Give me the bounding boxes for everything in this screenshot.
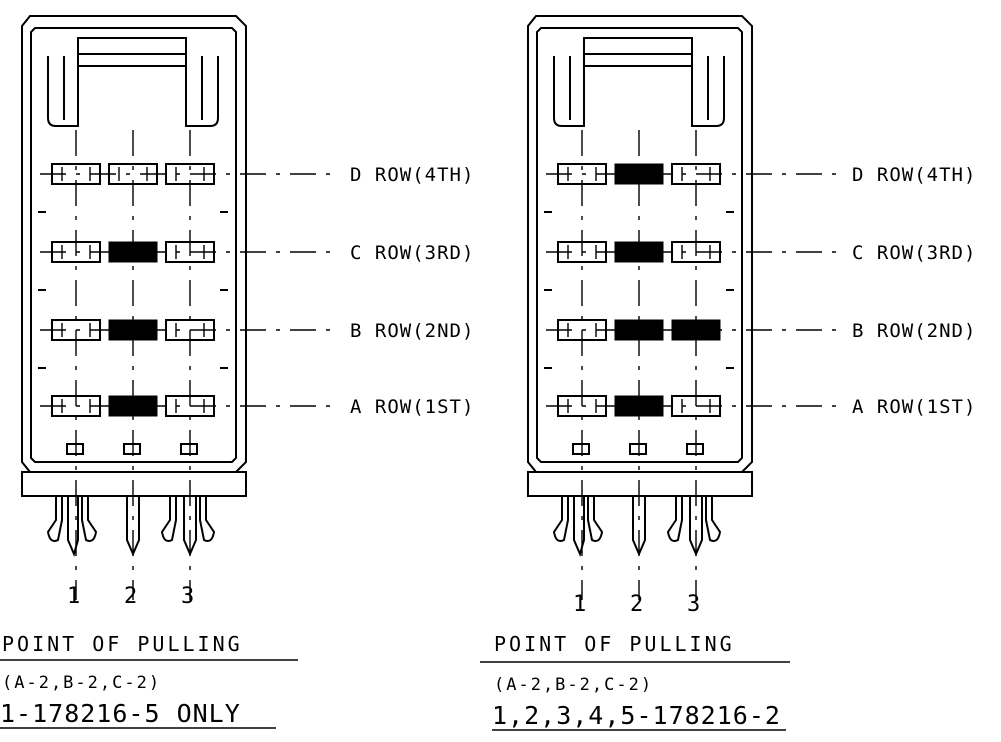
connector-view-left: D ROW(4TH) C ROW(3RD) B ROW(2ND) A ROW(1… bbox=[0, 15, 474, 729]
connector-view-right: D ROW(4TH) C ROW(3RD) B ROW(2ND) A ROW(1… bbox=[480, 15, 976, 731]
pin-number-3: 3 bbox=[687, 592, 700, 617]
caption-title: POINT OF PULLING bbox=[2, 632, 243, 656]
row-label-c: C ROW(3RD) bbox=[852, 242, 976, 264]
terminal-pins bbox=[552, 495, 722, 557]
terminal-pins bbox=[46, 495, 216, 557]
caption-note: (A-2,B-2,C-2) bbox=[494, 675, 653, 695]
pin-number-2: 2 bbox=[124, 584, 137, 609]
caption-note: (A-2,B-2,C-2) bbox=[2, 673, 161, 693]
caption-title: POINT OF PULLING bbox=[494, 632, 735, 656]
row-label-a: A ROW(1ST) bbox=[852, 396, 976, 418]
row-label-d: D ROW(4TH) bbox=[350, 164, 474, 186]
pin-number-1: 1 bbox=[573, 592, 586, 617]
part-number: 1-178216-5 ONLY bbox=[0, 699, 241, 728]
row-label-b: B ROW(2ND) bbox=[852, 320, 976, 342]
pin-number-2: 2 bbox=[630, 592, 643, 617]
center-lines bbox=[546, 130, 846, 600]
center-lines bbox=[40, 130, 340, 600]
row-label-b: B ROW(2ND) bbox=[350, 320, 474, 342]
pin-number-1: 1 bbox=[67, 584, 80, 609]
row-label-d: D ROW(4TH) bbox=[852, 164, 976, 186]
row-label-c: C ROW(3RD) bbox=[350, 242, 474, 264]
row-label-a: A ROW(1ST) bbox=[350, 396, 474, 418]
pin-number-3: 3 bbox=[181, 584, 194, 609]
part-number: 1,2,3,4,5-178216-2 bbox=[492, 701, 781, 730]
